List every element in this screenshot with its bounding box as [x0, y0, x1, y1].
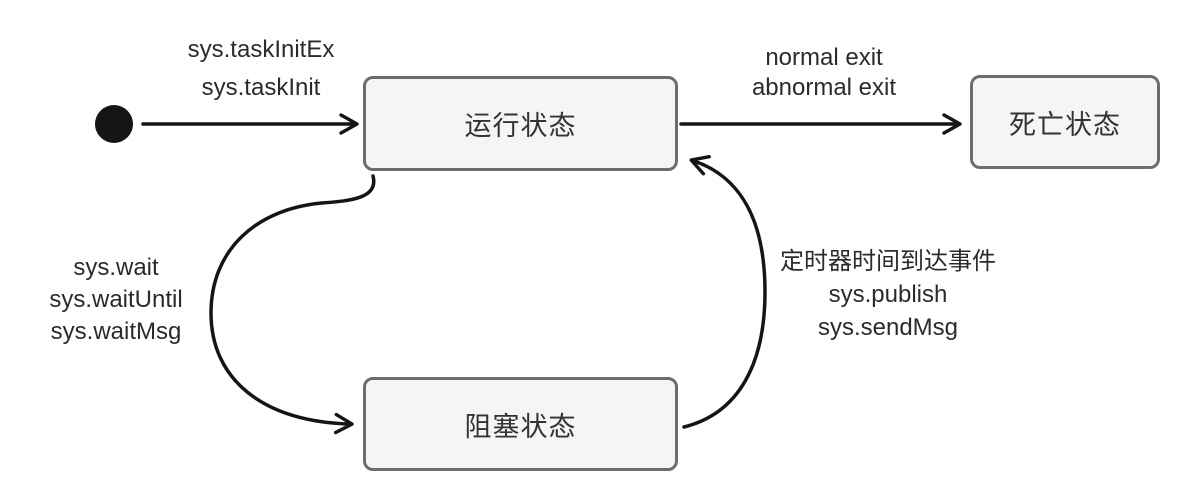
transition-label-resume: 定时器时间到达事件 sys.publish sys.sendMsg — [756, 245, 1020, 344]
transition-label-line: sys.taskInitEx — [187, 36, 335, 63]
transition-label-line: sys.sendMsg — [817, 314, 959, 341]
state-node-blocked: 阻塞状态 — [363, 377, 678, 471]
arrow-blocked-to-running — [682, 154, 767, 429]
transition-label-exit: normal exit abnormal exit — [704, 43, 944, 103]
transition-label-wait: sys.wait sys.waitUntil sys.waitMsg — [16, 252, 216, 348]
transition-label-line: sys.wait — [73, 254, 159, 281]
state-label-dead: 死亡状态 — [1009, 109, 1121, 140]
transition-label-line: normal exit — [765, 44, 883, 71]
transition-label-line: sys.publish — [828, 281, 948, 308]
transition-label-line: 定时器时间到达事件 — [780, 248, 996, 275]
transition-label-line: abnormal exit — [751, 74, 897, 101]
transition-label-init: sys.taskInitEx sys.taskInit — [140, 31, 382, 107]
state-node-dead: 死亡状态 — [970, 75, 1160, 169]
transition-label-line: sys.waitMsg — [50, 318, 182, 345]
state-label-running: 运行状态 — [464, 111, 577, 141]
transition-label-line: sys.waitUntil — [49, 286, 183, 313]
transition-label-line: sys.taskInit — [201, 74, 321, 101]
arrow-running-to-blocked — [209, 174, 376, 435]
initial-state-dot — [95, 105, 133, 143]
state-node-running: 运行状态 — [363, 76, 678, 171]
state-label-blocked: 阻塞状态 — [464, 411, 577, 442]
